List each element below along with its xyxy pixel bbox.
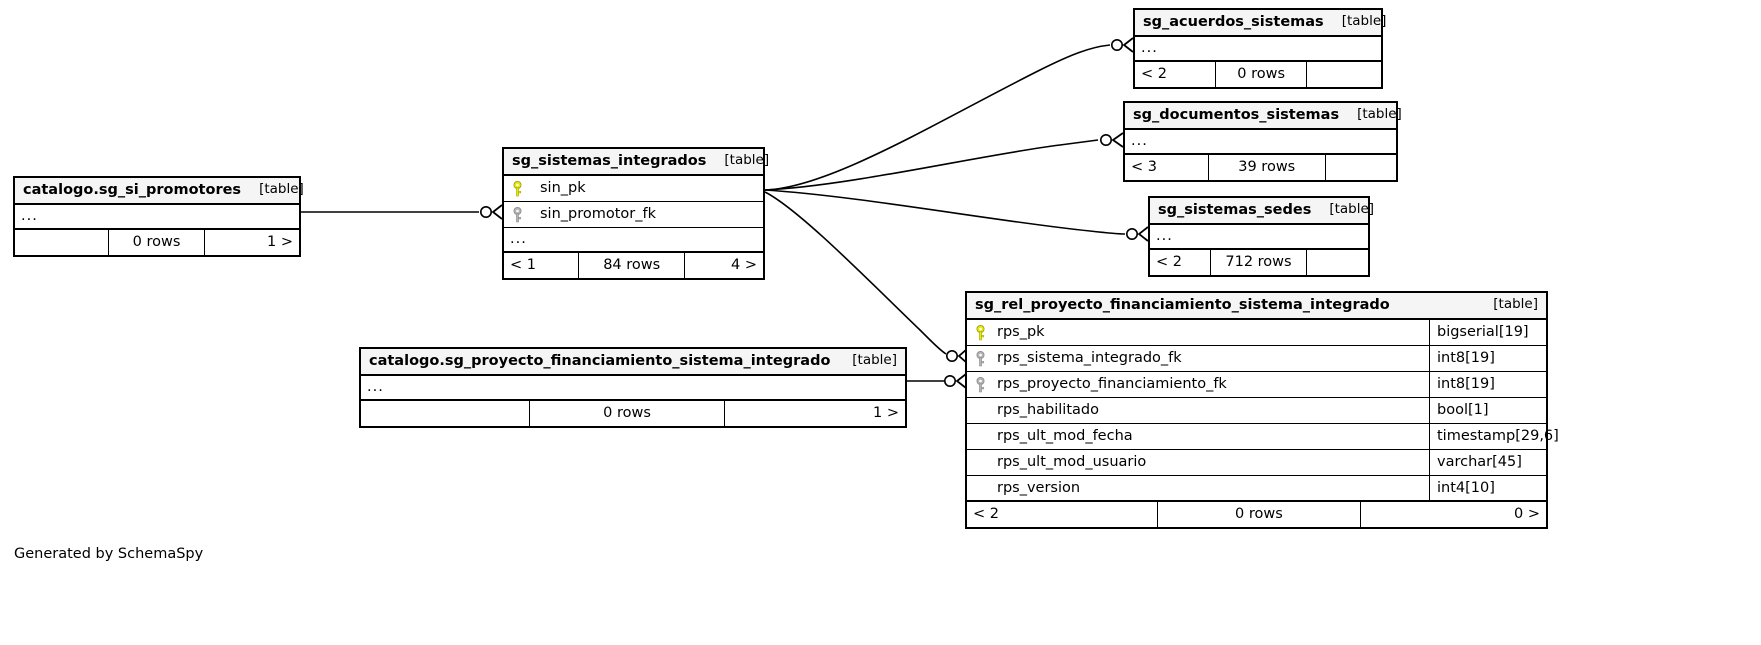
hidden-columns-ellipsis: ... [504,228,763,253]
footer-parents-count: < 2 [967,502,1159,527]
primary-key-icon [504,180,530,197]
column-name: rps_pk [997,324,1045,341]
column-name: sin_promotor_fk [540,206,657,223]
table-name: sg_sistemas_sedes [1158,201,1312,218]
table-node-sg-acuerdos-sistemas[interactable]: sg_acuerdos_sistemas [table] ... < 2 0 r… [1133,8,1386,89]
foreign-key-icon [967,376,993,393]
table-row[interactable]: rps_habilitado bool[1] [967,398,1546,424]
column-type: timestamp[29,6] [1429,424,1559,449]
column-name: rps_proyecto_financiamiento_fk [997,376,1227,393]
table-type-tag: [table] [1357,106,1402,123]
column-type: varchar[45] [1429,450,1546,475]
edge-sistemas-rel [764,191,947,355]
footer-children-count: 4 > [731,257,757,274]
table-row[interactable]: rps_pk bigserial[19] [967,320,1546,346]
hidden-columns-ellipsis: ... [1125,130,1396,155]
table-type-tag: [table] [724,152,770,169]
footer-parents-count [361,401,530,426]
table-row[interactable]: rps_ult_mod_usuario varchar[45] [967,450,1546,476]
table-title-row[interactable]: sg_sistemas_integrados [table] [504,149,769,176]
table-row[interactable]: rps_version int4[10] [967,476,1546,502]
table-name: sg_acuerdos_sistemas [1143,13,1324,30]
table-row[interactable]: rps_sistema_integrado_fk int8[19] [967,346,1546,372]
table-type-tag: [table] [1493,296,1538,313]
table-row[interactable]: rps_ult_mod_fecha timestamp[29,6] [967,424,1559,450]
edge-sistemas-documentos [764,139,1099,191]
footer-children-count [1307,250,1368,275]
table-type-tag: [table] [1329,201,1375,218]
column-type: bool[1] [1429,398,1546,423]
column-type: int8[19] [1429,372,1546,397]
footer-row-count: 84 rows [579,253,686,278]
table-footer: < 2 0 rows [1135,62,1381,87]
column-type: int8[19] [1429,346,1546,371]
table-node-sg-documentos-sistemas[interactable]: sg_documentos_sistemas [table] ... < 3 3… [1123,101,1402,182]
footer-children-count: 1 > [872,405,899,422]
hidden-columns-ellipsis: ... [1135,37,1381,62]
table-title-row[interactable]: sg_sistemas_sedes [table] [1150,198,1374,225]
table-title-row[interactable]: catalogo.sg_proyecto_financiamiento_sist… [361,349,905,376]
table-footer: 0 rows 1 > [361,401,905,426]
column-name: rps_ult_mod_usuario [997,454,1147,471]
footer-row-count: 0 rows [530,401,726,426]
table-footer: < 2 0 rows 0 > [967,502,1546,527]
table-footer: < 2 712 rows [1150,250,1368,275]
footer-children-count: 1 > [267,234,293,251]
footer-parents-count: < 3 [1125,155,1209,180]
footer-children-count: 0 > [1513,506,1540,523]
table-title-row[interactable]: sg_documentos_sistemas [table] [1125,103,1402,130]
table-row[interactable]: sin_promotor_fk [504,202,763,228]
footer-children-count [1307,62,1381,87]
footer-parents-count [15,230,109,255]
table-title-row[interactable]: catalogo.sg_si_promotores [table] [15,178,304,205]
table-node-sg-rel-proyecto-financiamiento-sistema-integrado[interactable]: sg_rel_proyecto_financiamiento_sistema_i… [965,291,1559,529]
edge-sistemas-acuerdos [764,44,1111,191]
hidden-columns-ellipsis: ... [1150,225,1368,250]
table-row[interactable]: rps_proyecto_financiamiento_fk int8[19] [967,372,1546,398]
primary-key-icon [967,324,993,341]
column-name: sin_pk [540,180,586,197]
column-name: rps_ult_mod_fecha [997,428,1133,445]
column-type: int4[10] [1429,476,1546,500]
table-node-sg-sistemas-sedes[interactable]: sg_sistemas_sedes [table] ... < 2 712 ro… [1148,196,1374,277]
table-type-tag: [table] [852,352,897,369]
table-row[interactable]: sin_pk [504,176,763,202]
footer-children-count [1326,155,1396,180]
table-name: sg_sistemas_integrados [512,152,707,169]
column-name: rps_habilitado [997,402,1099,419]
footer-row-count: 0 rows [1216,62,1308,87]
generated-by-caption: Generated by SchemaSpy [14,546,204,562]
foreign-key-icon [504,206,530,223]
column-type: bigserial[19] [1429,320,1546,345]
table-name: catalogo.sg_si_promotores [23,181,242,198]
edge-sistemas-sedes [764,189,1126,235]
footer-parents-count: < 2 [1135,62,1217,87]
table-node-sg-sistemas-integrados[interactable]: sg_sistemas_integrados [table] sin_pk [502,147,769,280]
footer-row-count: 39 rows [1209,155,1326,180]
footer-parents-count: < 1 [504,253,580,278]
table-name: sg_documentos_sistemas [1133,106,1340,123]
table-type-tag: [table] [1341,13,1387,30]
table-node-catalogo-sg-proyecto-financiamiento-sistema-integrado[interactable]: catalogo.sg_proyecto_financiamiento_sist… [359,347,907,428]
table-title-row[interactable]: sg_rel_proyecto_financiamiento_sistema_i… [967,293,1546,320]
column-name: rps_sistema_integrado_fk [997,350,1182,367]
footer-row-count: 0 rows [109,230,206,255]
footer-row-count: 712 rows [1211,250,1307,275]
column-name: rps_version [997,479,1081,496]
hidden-columns-ellipsis: ... [15,205,299,230]
table-footer: < 3 39 rows [1125,155,1396,180]
table-footer: < 1 84 rows 4 > [504,253,763,278]
table-title-row[interactable]: sg_acuerdos_sistemas [table] [1135,10,1386,37]
table-name: sg_rel_proyecto_financiamiento_sistema_i… [975,296,1390,313]
table-node-catalogo-sg-si-promotores[interactable]: catalogo.sg_si_promotores [table] ... 0 … [13,176,304,257]
table-name: catalogo.sg_proyecto_financiamiento_sist… [369,352,831,369]
foreign-key-icon [967,350,993,367]
hidden-columns-ellipsis: ... [361,376,905,401]
footer-parents-count: < 2 [1150,250,1212,275]
table-type-tag: [table] [259,181,304,198]
footer-row-count: 0 rows [1158,502,1361,527]
table-footer: 0 rows 1 > [15,230,299,255]
